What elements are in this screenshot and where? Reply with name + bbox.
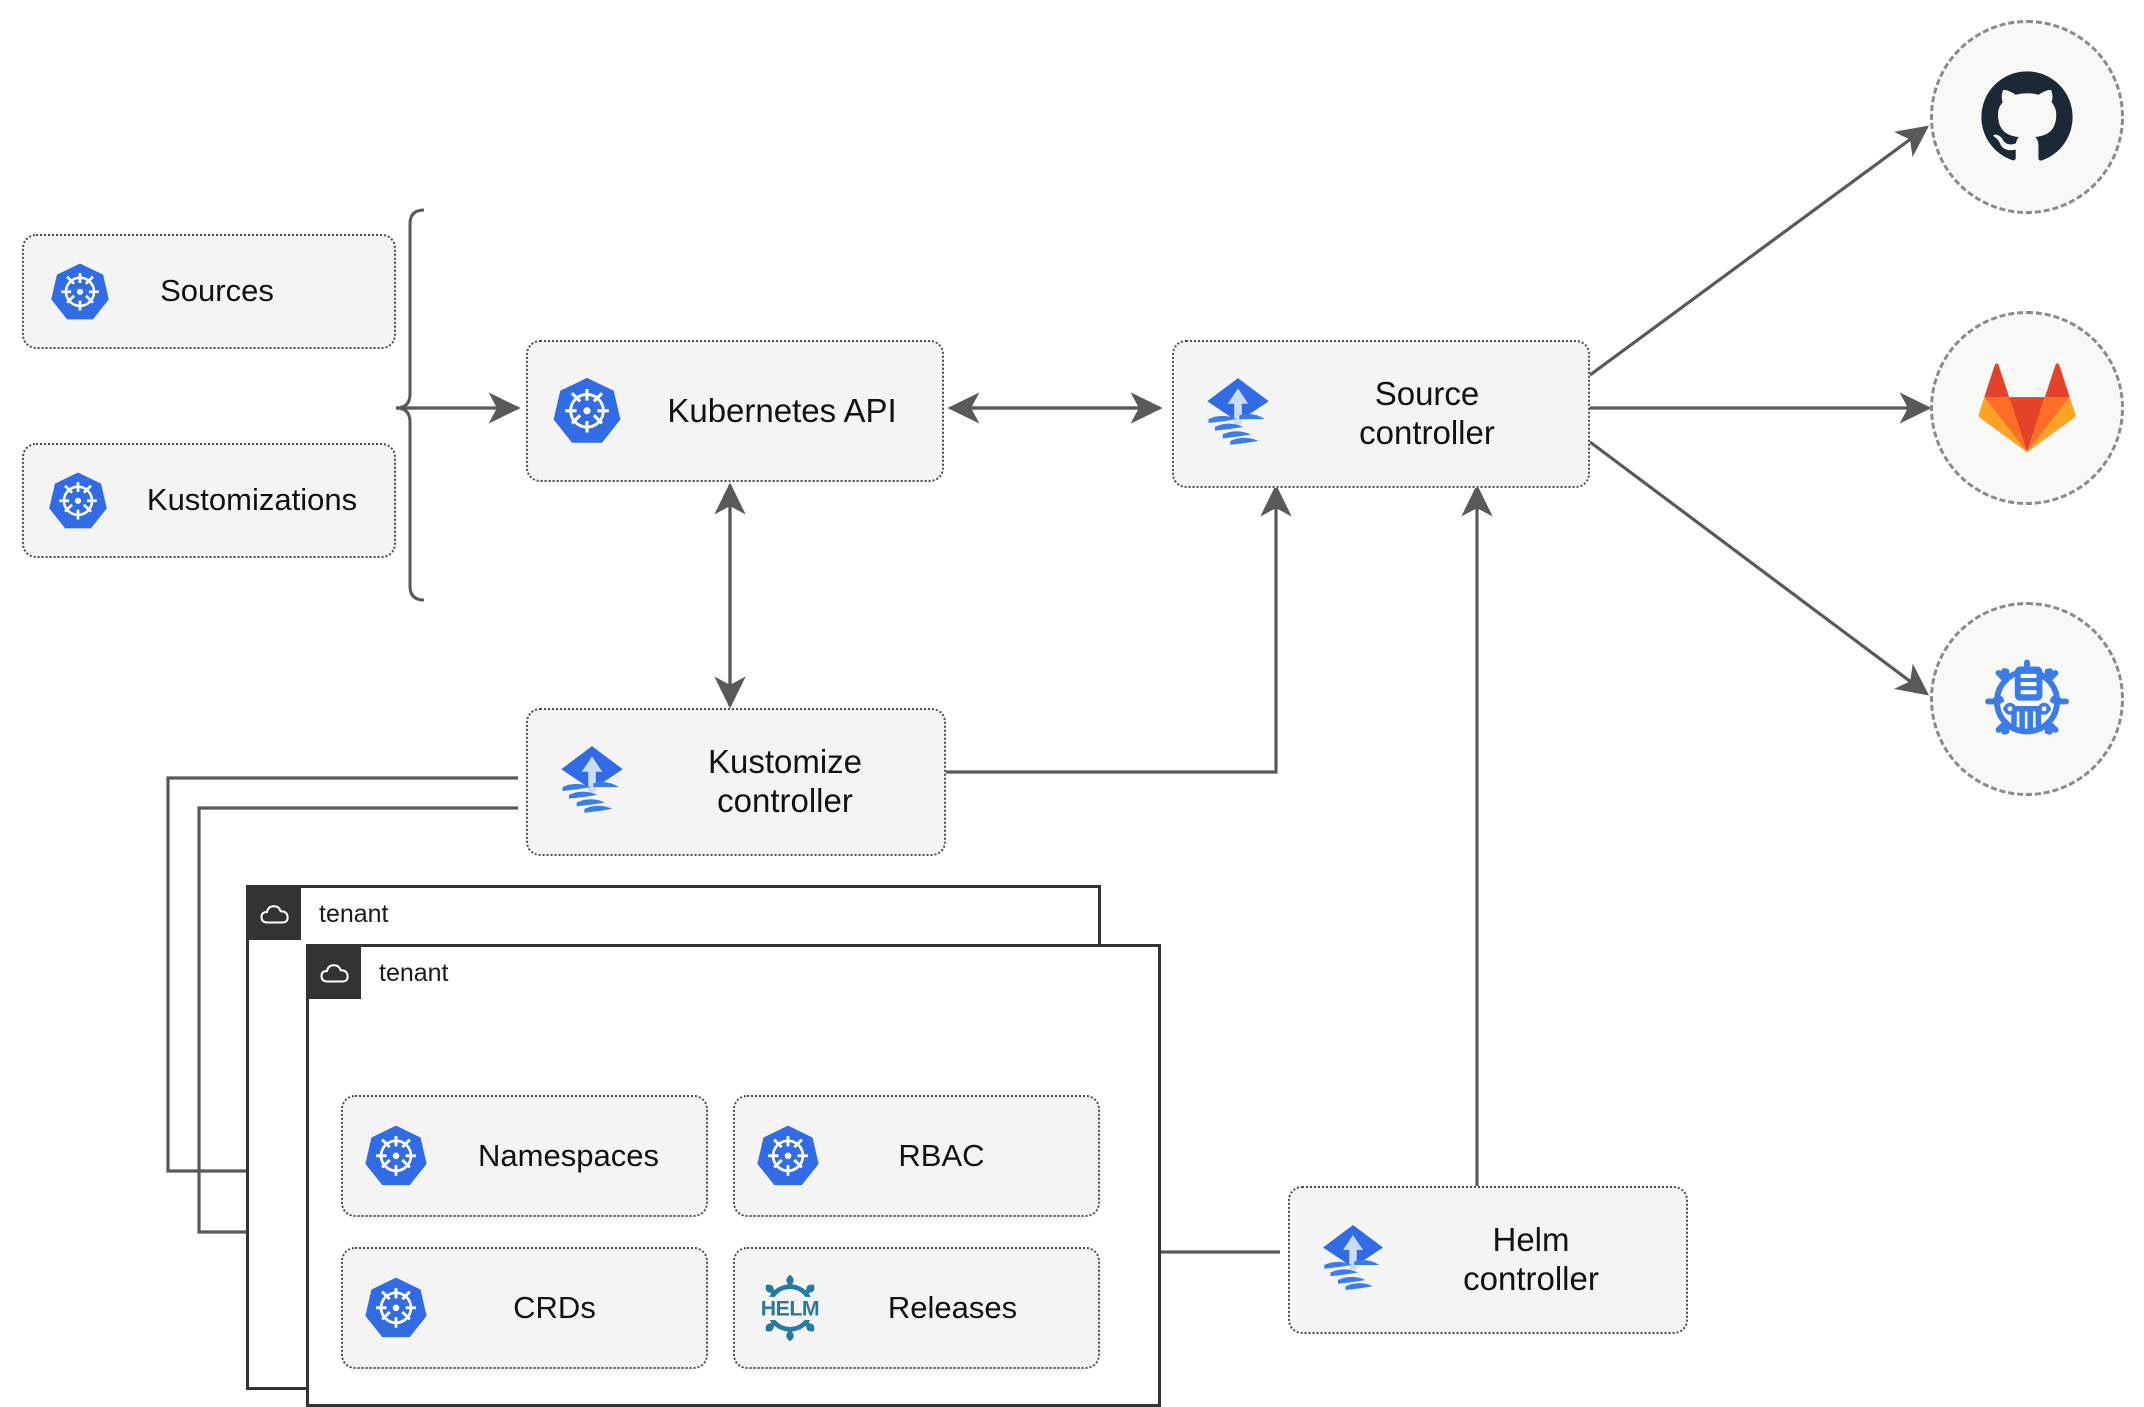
kubernetes-icon [24, 470, 132, 532]
resource-label: CRDs [513, 1289, 596, 1325]
resource-label: Namespaces [478, 1137, 659, 1173]
resource-rbac[interactable]: RBAC [733, 1095, 1100, 1217]
node-helm-controller[interactable]: Helm controller [1288, 1186, 1688, 1334]
kubernetes-icon [24, 261, 136, 323]
helm-icon: HELM [735, 1271, 845, 1345]
provider-helm-repository[interactable] [1930, 602, 2124, 796]
node-label: Helm controller [1463, 1221, 1599, 1297]
provider-gitlab[interactable] [1930, 311, 2124, 505]
svg-text:HELM: HELM [761, 1296, 819, 1320]
provider-github[interactable] [1930, 20, 2124, 214]
tenant-header: tenant [249, 888, 389, 940]
node-kustomize-controller[interactable]: Kustomize controller [526, 708, 946, 856]
node-label: Kubernetes API [667, 391, 897, 429]
tenant-label: tenant [319, 899, 389, 928]
node-label: Kustomize controller [707, 743, 863, 819]
tenant-label: tenant [379, 958, 449, 987]
node-label: Sources [160, 273, 274, 309]
cloud-icon [249, 888, 301, 940]
node-source-controller[interactable]: Source controller [1172, 340, 1590, 488]
tenant-header: tenant [309, 947, 449, 999]
kubernetes-icon [343, 1275, 449, 1341]
node-kubernetes-api[interactable]: Kubernetes API [526, 340, 944, 482]
flux-icon [1174, 373, 1302, 455]
flux-icon [528, 741, 656, 823]
kubernetes-icon [735, 1123, 841, 1189]
node-sources[interactable]: Sources [22, 234, 396, 349]
github-icon [1981, 71, 2073, 161]
kubernetes-icon [343, 1123, 449, 1189]
tenant-frame-2[interactable]: tenant Namespaces [306, 944, 1161, 1407]
kubernetes-icon [528, 375, 646, 447]
resource-crds[interactable]: CRDs [341, 1247, 708, 1369]
node-kustomizations[interactable]: Kustomizations [22, 443, 396, 558]
node-label: Kustomizations [146, 482, 358, 518]
cloud-icon [309, 947, 361, 999]
flux-icon [1290, 1220, 1416, 1300]
resource-namespaces[interactable]: Namespaces [341, 1095, 708, 1217]
helm-repository-icon [1985, 659, 2069, 735]
resource-label: Releases [887, 1289, 1018, 1325]
node-label: Source controller [1359, 375, 1495, 451]
gitlab-icon [1978, 363, 2076, 453]
resource-label: RBAC [898, 1137, 985, 1173]
resource-releases[interactable]: HELM Releases [733, 1247, 1100, 1369]
